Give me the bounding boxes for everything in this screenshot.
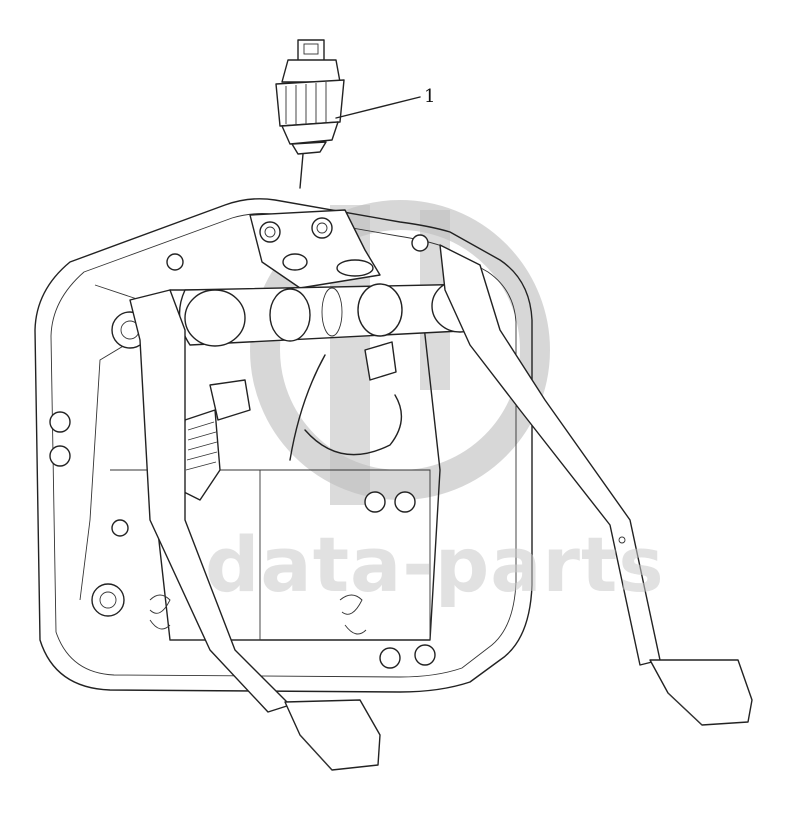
pivot-shaft [178,279,489,347]
cable-loop [289,341,403,461]
brake-pedal [439,244,753,726]
mounting-plate [34,198,533,693]
plate-bolts [49,234,436,669]
clutch-pedal [129,289,381,771]
callout-number-1: 1 [424,86,436,107]
top-bracket [249,209,381,289]
callout-leader [335,96,421,119]
watermark-text: data-parts [205,520,665,609]
switch-sensor [275,39,345,189]
master-cylinder [179,379,251,501]
lower-clips [149,594,367,635]
